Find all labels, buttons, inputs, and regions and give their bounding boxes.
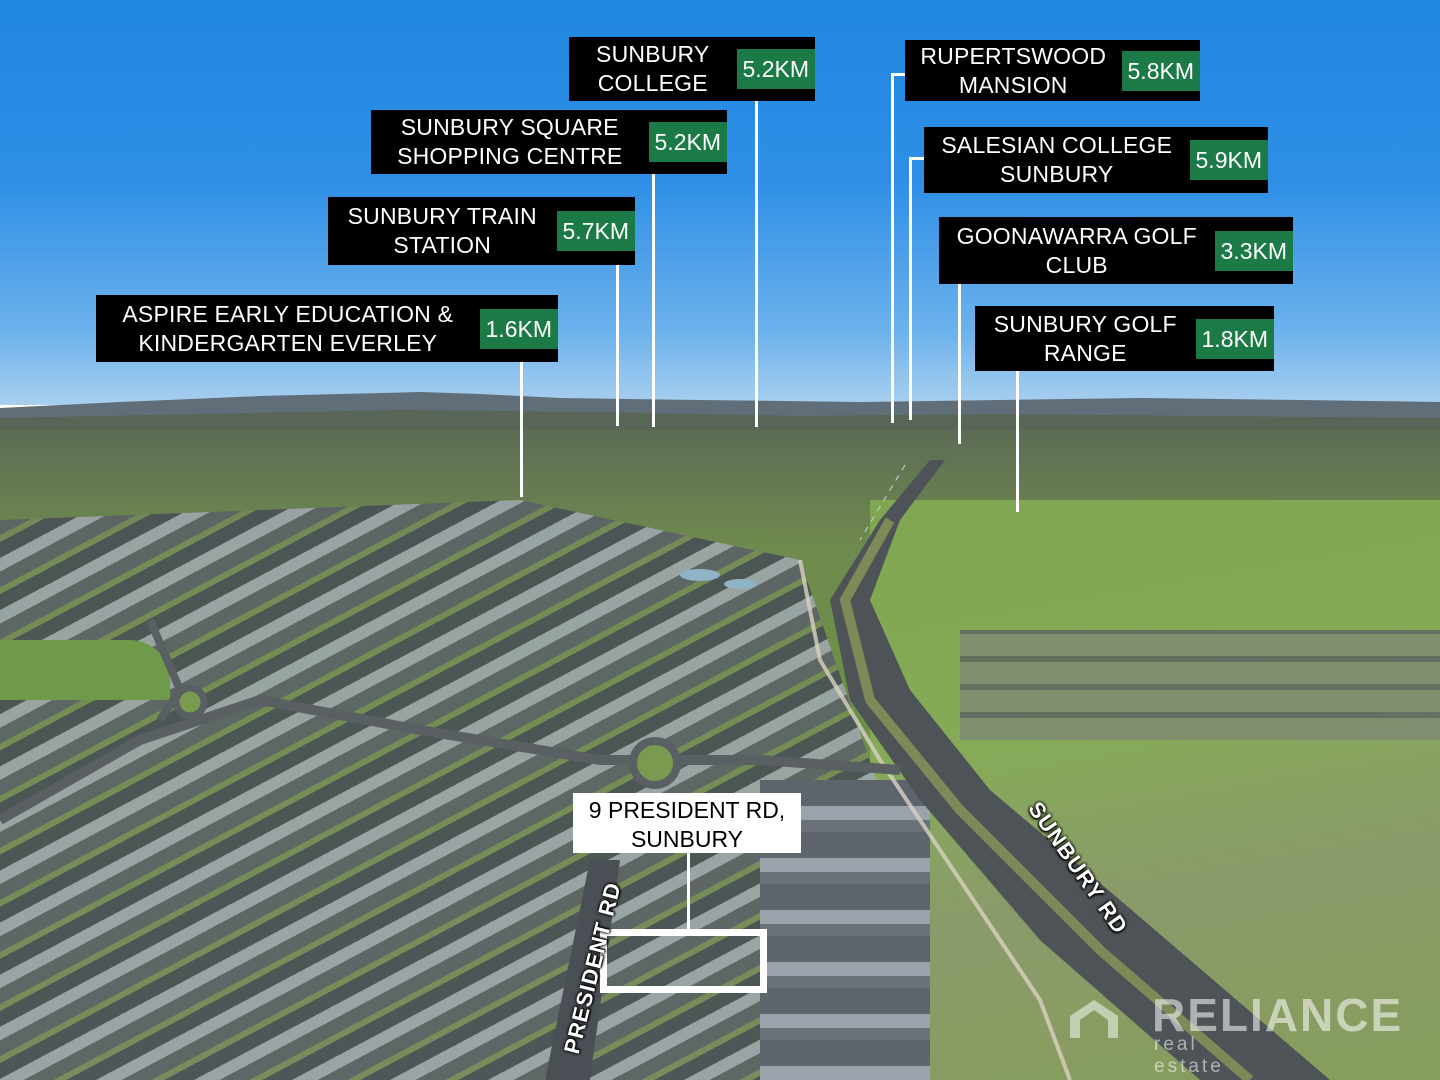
poi-name: ASPIRE EARLY EDUCATION & KINDERGARTEN EV… [122,300,454,356]
poi-distance-badge: 1.6KM [479,308,558,349]
leader-line-sunbury-college [755,100,758,427]
property-boundary-outline [600,929,767,993]
poi-label-golf-range: SUNBURY GOLF RANGE 1.8KM [975,306,1274,371]
poi-label-goonawarra: GOONAWARRA GOLF CLUB 3.3KM [939,217,1293,284]
property-address-label: 9 PRESIDENT RD, SUNBURY [573,793,801,853]
poi-distance-badge: 5.2KM [648,122,727,162]
leader-line-golf-range [1016,370,1019,512]
poi-name: GOONAWARRA GOLF CLUB [956,222,1197,278]
poi-distance-badge: 5.7KM [556,211,635,251]
house-logo-icon [1070,1000,1118,1038]
poi-label-rupertswood: RUPERTSWOOD MANSION 5.8KM [905,40,1200,101]
poi-label-sunbury-college: SUNBURY COLLEGE 5.2KM [569,37,815,101]
poi-name: SUNBURY SQUARE SHOPPING CENTRE [397,114,623,169]
poi-name: SALESIAN COLLEGE SUNBURY [941,132,1173,187]
leader-line-rupertswood [891,73,894,423]
leader-line-goonawarra [958,284,961,444]
poi-distance-badge: 5.9KM [1189,140,1268,180]
new-subdivision [960,630,1440,740]
poi-name: SUNBURY TRAIN STATION [347,203,537,258]
poi-distance-badge: 5.8KM [1121,50,1200,91]
leader-line-aspire [520,362,523,497]
leader-line-sunbury-square [652,174,655,427]
poi-distance-badge: 5.2KM [736,49,815,89]
poi-label-salesian: SALESIAN COLLEGE SUNBURY 5.9KM [924,127,1268,193]
leader-line-property [687,852,690,932]
leader-line-salesian [909,157,912,420]
leader-line-salesian-elbow [909,157,926,160]
residential-estate [0,500,880,1080]
leader-line-train-station [616,264,619,426]
poi-distance-badge: 1.8KM [1195,318,1274,359]
brand-name: RELIANCE [1152,989,1404,1041]
poi-distance-badge: 3.3KM [1214,230,1293,271]
poi-label-train-station: SUNBURY TRAIN STATION 5.7KM [328,197,635,265]
poi-name: SUNBURY COLLEGE [596,41,710,96]
poi-label-aspire: ASPIRE EARLY EDUCATION & KINDERGARTEN EV… [96,295,558,362]
park [0,640,170,700]
leader-line-rupertswood-elbow [891,73,907,76]
brand-tagline: real estate [1154,1034,1224,1077]
poi-name: RUPERTSWOOD MANSION [920,42,1107,98]
poi-name: SUNBURY GOLF RANGE [993,310,1177,366]
poi-label-sunbury-square: SUNBURY SQUARE SHOPPING CENTRE 5.2KM [371,110,727,174]
